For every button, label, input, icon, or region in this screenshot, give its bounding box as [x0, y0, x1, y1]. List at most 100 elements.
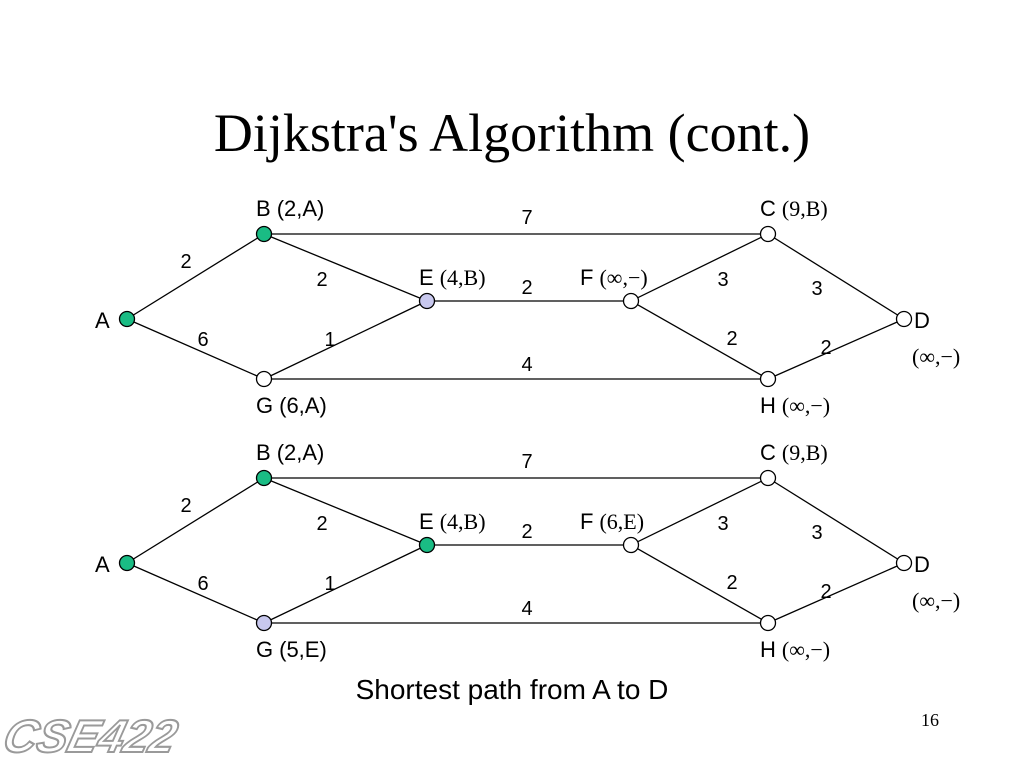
node-name-b: B — [256, 440, 271, 465]
node-name-b: B — [256, 196, 271, 221]
edge-weight-f-c: 3 — [717, 513, 728, 535]
node-annotation-e: (4,B) — [440, 265, 486, 290]
node-name-g: G — [256, 393, 273, 418]
node-c — [759, 469, 777, 487]
edge-weight-h-d: 2 — [820, 581, 831, 603]
node-name-f: F — [580, 265, 593, 290]
node-label-g: G(6,A) — [256, 393, 327, 418]
edge-g-e — [263, 300, 428, 380]
edge-b-e — [263, 477, 428, 546]
edge-weight-e-f: 2 — [521, 521, 532, 543]
edge-weight-f-h: 2 — [726, 572, 737, 594]
node-c — [759, 225, 777, 243]
edge-c-d — [767, 233, 905, 320]
node-label-f: F(∞,−) — [580, 265, 648, 290]
node-annotation-h: (∞,−) — [782, 393, 830, 418]
edge-weight-f-c: 3 — [717, 269, 728, 291]
node-e — [418, 536, 436, 554]
node-annotation-c: (9,B) — [782, 196, 828, 221]
node-annotation-b: (2,A) — [277, 196, 325, 221]
edge-weight-a-g: 6 — [197, 573, 208, 595]
cse422-logo: CSE422 — [0, 710, 184, 763]
edge-a-g — [126, 318, 265, 380]
edge-weight-g-e: 1 — [324, 329, 335, 351]
node-g — [255, 370, 273, 388]
node-name-a: A — [95, 308, 110, 333]
node-name-a: A — [95, 552, 110, 577]
node-annotation-c: (9,B) — [782, 440, 828, 465]
node-label-g: G(5,E) — [256, 637, 327, 662]
node-b — [255, 469, 273, 487]
node-name-d: D — [914, 552, 930, 577]
edge-c-d — [767, 477, 905, 564]
node-label-e: E(4,B) — [419, 509, 486, 534]
edge-weight-a-g: 6 — [197, 329, 208, 351]
edge-a-g — [126, 562, 265, 624]
edge-weight-g-e: 1 — [324, 573, 335, 595]
edge-weight-b-c: 7 — [521, 207, 532, 229]
page-number: 16 — [921, 710, 939, 730]
node-name-h: H — [760, 393, 776, 418]
node-annotation-f: (6,E) — [599, 509, 644, 534]
edge-b-e — [263, 233, 428, 302]
node-label-d: D — [914, 308, 930, 333]
node-label-c: C(9,B) — [760, 440, 828, 465]
edge-weight-f-h: 2 — [726, 328, 737, 350]
edge-weight-a-b: 2 — [180, 495, 191, 517]
node-label-f: F(6,E) — [580, 509, 644, 534]
node-h — [759, 614, 777, 632]
edge-weight-c-d: 3 — [811, 278, 822, 300]
node-name-f: F — [580, 509, 593, 534]
node-annotation-b: (2,A) — [277, 440, 325, 465]
edge-g-e — [263, 544, 428, 624]
edge-f-c — [630, 477, 769, 546]
edge-a-b — [126, 233, 265, 320]
node-e — [418, 292, 436, 310]
node-name-h: H — [760, 637, 776, 662]
edge-weight-b-e: 2 — [316, 269, 327, 291]
edge-weight-h-d: 2 — [820, 337, 831, 359]
node-name-g: G — [256, 637, 273, 662]
node-d — [895, 310, 913, 328]
node-label-h: H(∞,−) — [760, 637, 830, 662]
node-b — [255, 225, 273, 243]
node-annotation-g: (5,E) — [279, 637, 327, 662]
edge-weight-c-d: 3 — [811, 522, 822, 544]
slide-title: Dijkstra's Algorithm (cont.) — [213, 103, 811, 163]
edge-h-d — [767, 318, 905, 380]
edge-a-b — [126, 477, 265, 564]
edge-weight-e-f: 2 — [521, 277, 532, 299]
node-g — [255, 614, 273, 632]
edge-weight-a-b: 2 — [180, 251, 191, 273]
node-annotation-f: (∞,−) — [599, 265, 647, 290]
node-name-d: D — [914, 308, 930, 333]
node-label-h: H(∞,−) — [760, 393, 830, 418]
node-annotation-g: (6,A) — [279, 393, 327, 418]
edge-weight-b-e: 2 — [316, 513, 327, 535]
node-annotation-e: (4,B) — [440, 509, 486, 534]
node-name-e: E — [419, 265, 434, 290]
node-a — [118, 554, 136, 572]
node-label-b: B(2,A) — [256, 196, 324, 221]
node-label-a: A — [95, 308, 110, 333]
node-label-a: A — [95, 552, 110, 577]
svg-text:CSE422: CSE422 — [0, 711, 183, 762]
graph-diagram-1: 26217243232AB(2,A)E(4,B)G(6,A)F(∞,−)C(9,… — [95, 196, 960, 418]
node-annotation-d: (∞,−) — [912, 344, 960, 369]
node-annotation-h: (∞,−) — [782, 637, 830, 662]
node-label-d: D — [914, 552, 930, 577]
node-name-c: C — [760, 196, 776, 221]
node-a — [118, 310, 136, 328]
node-label-c: C(9,B) — [760, 196, 828, 221]
node-d — [895, 554, 913, 572]
edge-weight-g-h: 4 — [521, 354, 532, 376]
graph-diagram-2: 26217243232AB(2,A)E(4,B)G(5,E)F(6,E)C(9,… — [95, 440, 960, 662]
node-f — [622, 536, 640, 554]
node-label-e: E(4,B) — [419, 265, 486, 290]
node-annotation-d: (∞,−) — [912, 588, 960, 613]
edge-f-c — [630, 233, 769, 302]
node-name-c: C — [760, 440, 776, 465]
caption: Shortest path from A to D — [355, 674, 669, 705]
edge-f-h — [630, 544, 769, 624]
